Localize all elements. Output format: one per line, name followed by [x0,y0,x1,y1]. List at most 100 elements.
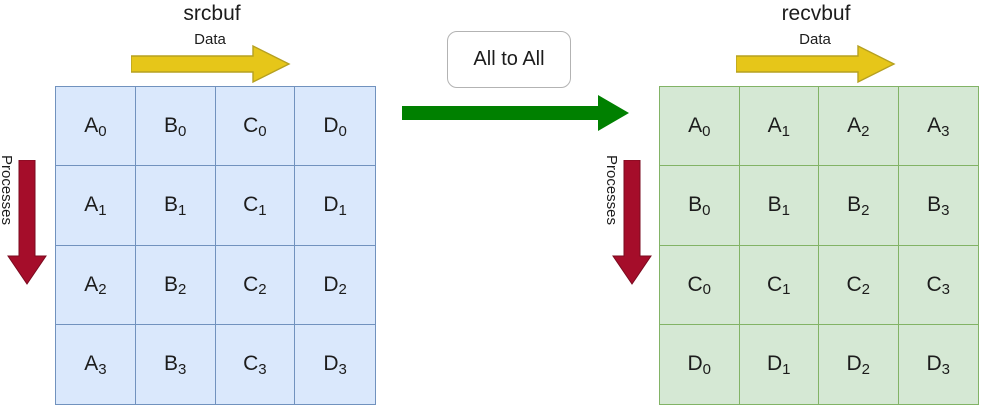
recv-cell-sub: 1 [781,122,790,140]
recv-cell-base: D [687,352,703,376]
src-cell-base: C [243,352,259,376]
recv-cell-base: D [926,352,942,376]
all-to-all-arrow-icon [402,95,629,131]
src-cell-base: A [84,193,99,217]
recv-cell-sub: 2 [861,360,870,378]
recvbuf-title: recvbuf [781,2,851,25]
src-cell-sub: 0 [98,122,107,140]
recv-cell-base: B [927,193,942,217]
src-cell-sub: 2 [177,281,187,299]
all-to-all-label: All to All [473,48,545,70]
recv-cell-sub: 1 [782,281,791,299]
recv-cell-sub: 3 [941,360,950,378]
recv-cell-sub: 2 [861,122,870,140]
recv-cell-sub: 3 [941,281,950,299]
src-cell-sub: 1 [98,201,107,219]
src-data-arrow-icon [131,44,291,84]
src-cell-base: B [163,114,178,138]
src-cell-sub: 1 [258,201,267,219]
recv-cell-sub: 1 [782,360,791,378]
src-cell-base: A [84,352,99,376]
recv-processes-arrow-icon [612,160,652,285]
recv-cell-base: B [767,193,782,217]
recv-cell-base: B [688,193,703,217]
src-data-axis-label: Data [194,31,226,48]
recv-cell-sub: 3 [941,122,950,140]
recv-cell-sub: 2 [861,281,870,299]
src-cell-sub: 0 [177,122,187,140]
src-cell-base: D [323,193,339,217]
recv-cell-base: A [847,114,862,138]
recv-cell-sub: 2 [861,201,870,219]
recv-cell-sub: 0 [702,360,711,378]
recv-cell-sub: 0 [702,201,711,219]
recv-data-arrow-icon [736,44,896,84]
recv-cell-base: C [687,272,703,296]
src-cell-base: D [323,272,339,296]
src-cell-base: C [243,272,259,296]
recv-cell-base: D [766,352,783,376]
src-cell-base: B [163,193,178,217]
src-cell-sub: 3 [338,360,347,378]
src-cell-sub: 0 [258,122,267,140]
recv-cell-base: A [927,114,942,138]
src-cell-base: C [243,193,259,217]
src-processes-arrow-icon [7,160,47,285]
recv-cell-base: D [846,352,862,376]
src-cell-sub: 3 [98,360,107,378]
src-cell-sub: 2 [98,281,107,299]
recv-cell-base: C [766,272,783,296]
recv-cell-base: A [688,114,703,138]
recv-cell-sub: 0 [702,281,711,299]
recv-data-axis-label: Data [799,31,831,48]
src-cell-base: B [163,272,178,296]
recv-cell-sub: 3 [941,201,950,219]
srcbuf-title: srcbuf [183,2,241,25]
recv-cell-sub: 0 [702,122,711,140]
src-cell-sub: 0 [338,122,347,140]
src-cell-sub: 2 [258,281,267,299]
src-cell-base: D [323,352,339,376]
src-cell-base: D [323,114,339,138]
src-cell-base: A [84,114,99,138]
recv-cell-base: B [847,193,862,217]
src-cell-sub: 1 [338,201,347,219]
src-cell-base: A [84,272,99,296]
recv-cell-base: C [846,272,862,296]
src-cell-base: C [243,114,259,138]
all-to-all-label-box: All to All [447,31,571,88]
src-cell-sub: 3 [258,360,267,378]
src-cell-sub: 2 [338,281,347,299]
src-cell-sub: 3 [177,360,187,378]
